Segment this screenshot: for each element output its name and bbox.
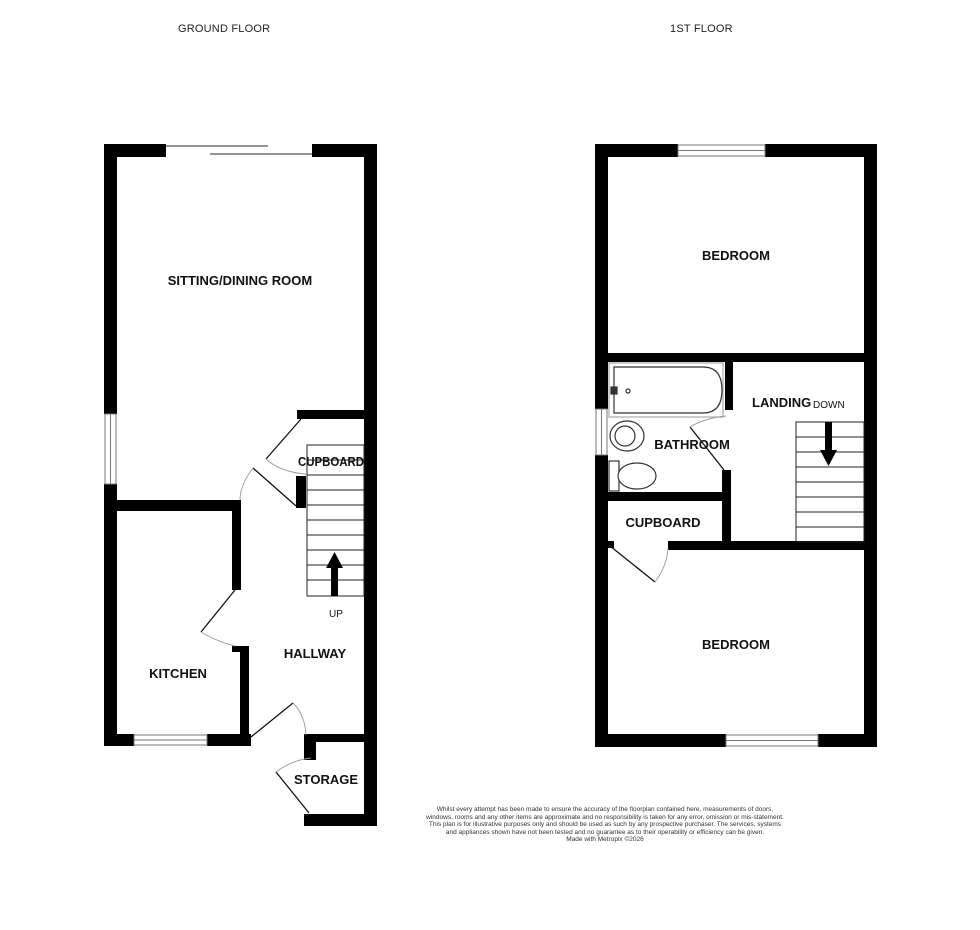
ground-floor-title: GROUND FLOOR — [178, 23, 271, 35]
bathroom-window — [595, 408, 608, 456]
stairs-up-arrow-icon — [326, 552, 343, 596]
ground-floor-stairs — [306, 444, 365, 597]
room-label-rear-bedroom: BEDROOM — [702, 637, 770, 652]
disclaimer: Whilst every attempt has been made to en… — [425, 806, 785, 844]
sitting-room-window — [104, 413, 117, 485]
first-floor-doors — [609, 415, 727, 583]
disclaimer-credit: Made with Metropix ©2026 — [566, 836, 644, 844]
bath-drain-icon — [625, 388, 631, 394]
room-label-storage: STORAGE — [294, 772, 358, 787]
ground-floor-plan: SITTING/DINING ROOM CUPBOARD UP HALLWAY … — [104, 144, 377, 826]
room-label-sitting-dining: SITTING/DINING ROOM — [168, 273, 312, 288]
first-floor-title: 1ST FLOOR — [670, 23, 733, 35]
rear-bedroom-window — [725, 734, 819, 747]
kitchen-window — [133, 734, 208, 746]
stairs-down-label: DOWN — [813, 400, 845, 411]
front-bedroom-window — [677, 144, 766, 157]
stairs-up-label: UP — [329, 609, 343, 620]
first-floor-walls — [595, 144, 877, 747]
bathroom-fixtures — [608, 362, 724, 492]
room-label-landing: LANDING — [752, 395, 811, 410]
stairs-down-arrow-icon — [820, 422, 837, 466]
room-label-bathroom: BATHROOM — [654, 437, 730, 452]
disclaimer-text: Whilst every attempt has been made to en… — [426, 806, 784, 836]
room-label-hallway: HALLWAY — [284, 646, 347, 661]
room-label-cupboard-first: CUPBOARD — [625, 515, 700, 530]
toilet-icon — [617, 462, 657, 490]
bathtub-icon — [613, 366, 723, 414]
first-floor-plan: BEDROOM LANDING DOWN BATHROOM CUPBOARD B… — [595, 144, 877, 747]
ground-floor-walls — [104, 144, 377, 826]
sliding-door — [166, 145, 312, 155]
room-label-kitchen: KITCHEN — [149, 666, 207, 681]
ground-floor-doors — [200, 418, 312, 814]
room-label-cupboard: CUPBOARD — [298, 454, 364, 469]
room-label-front-bedroom: BEDROOM — [702, 248, 770, 263]
